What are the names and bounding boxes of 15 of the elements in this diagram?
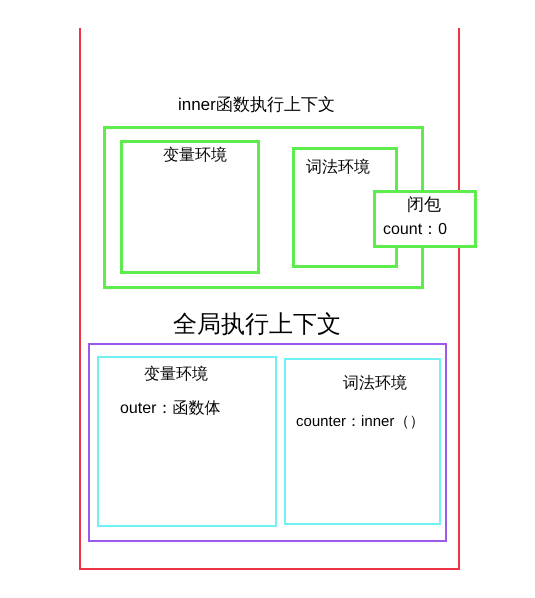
- binding-text: counter：inner（）: [296, 414, 424, 429]
- binding-text: count：0: [383, 222, 448, 238]
- environment-label: 词法环境: [343, 376, 407, 392]
- environment-label: 变量环境: [163, 148, 227, 164]
- environment-box: [284, 358, 441, 525]
- environment-box: [120, 140, 260, 274]
- environment-label: 词法环境: [306, 160, 370, 176]
- closure-label: 闭包: [407, 196, 441, 213]
- closure-box: [373, 190, 477, 248]
- context-title: 全局执行上下文: [173, 313, 341, 337]
- stack-container: [79, 28, 460, 570]
- binding-text: outer：函数体: [120, 401, 220, 417]
- context-title: inner函数执行上下文: [178, 96, 335, 113]
- environment-box: [97, 356, 277, 527]
- environment-label: 变量环境: [144, 367, 208, 383]
